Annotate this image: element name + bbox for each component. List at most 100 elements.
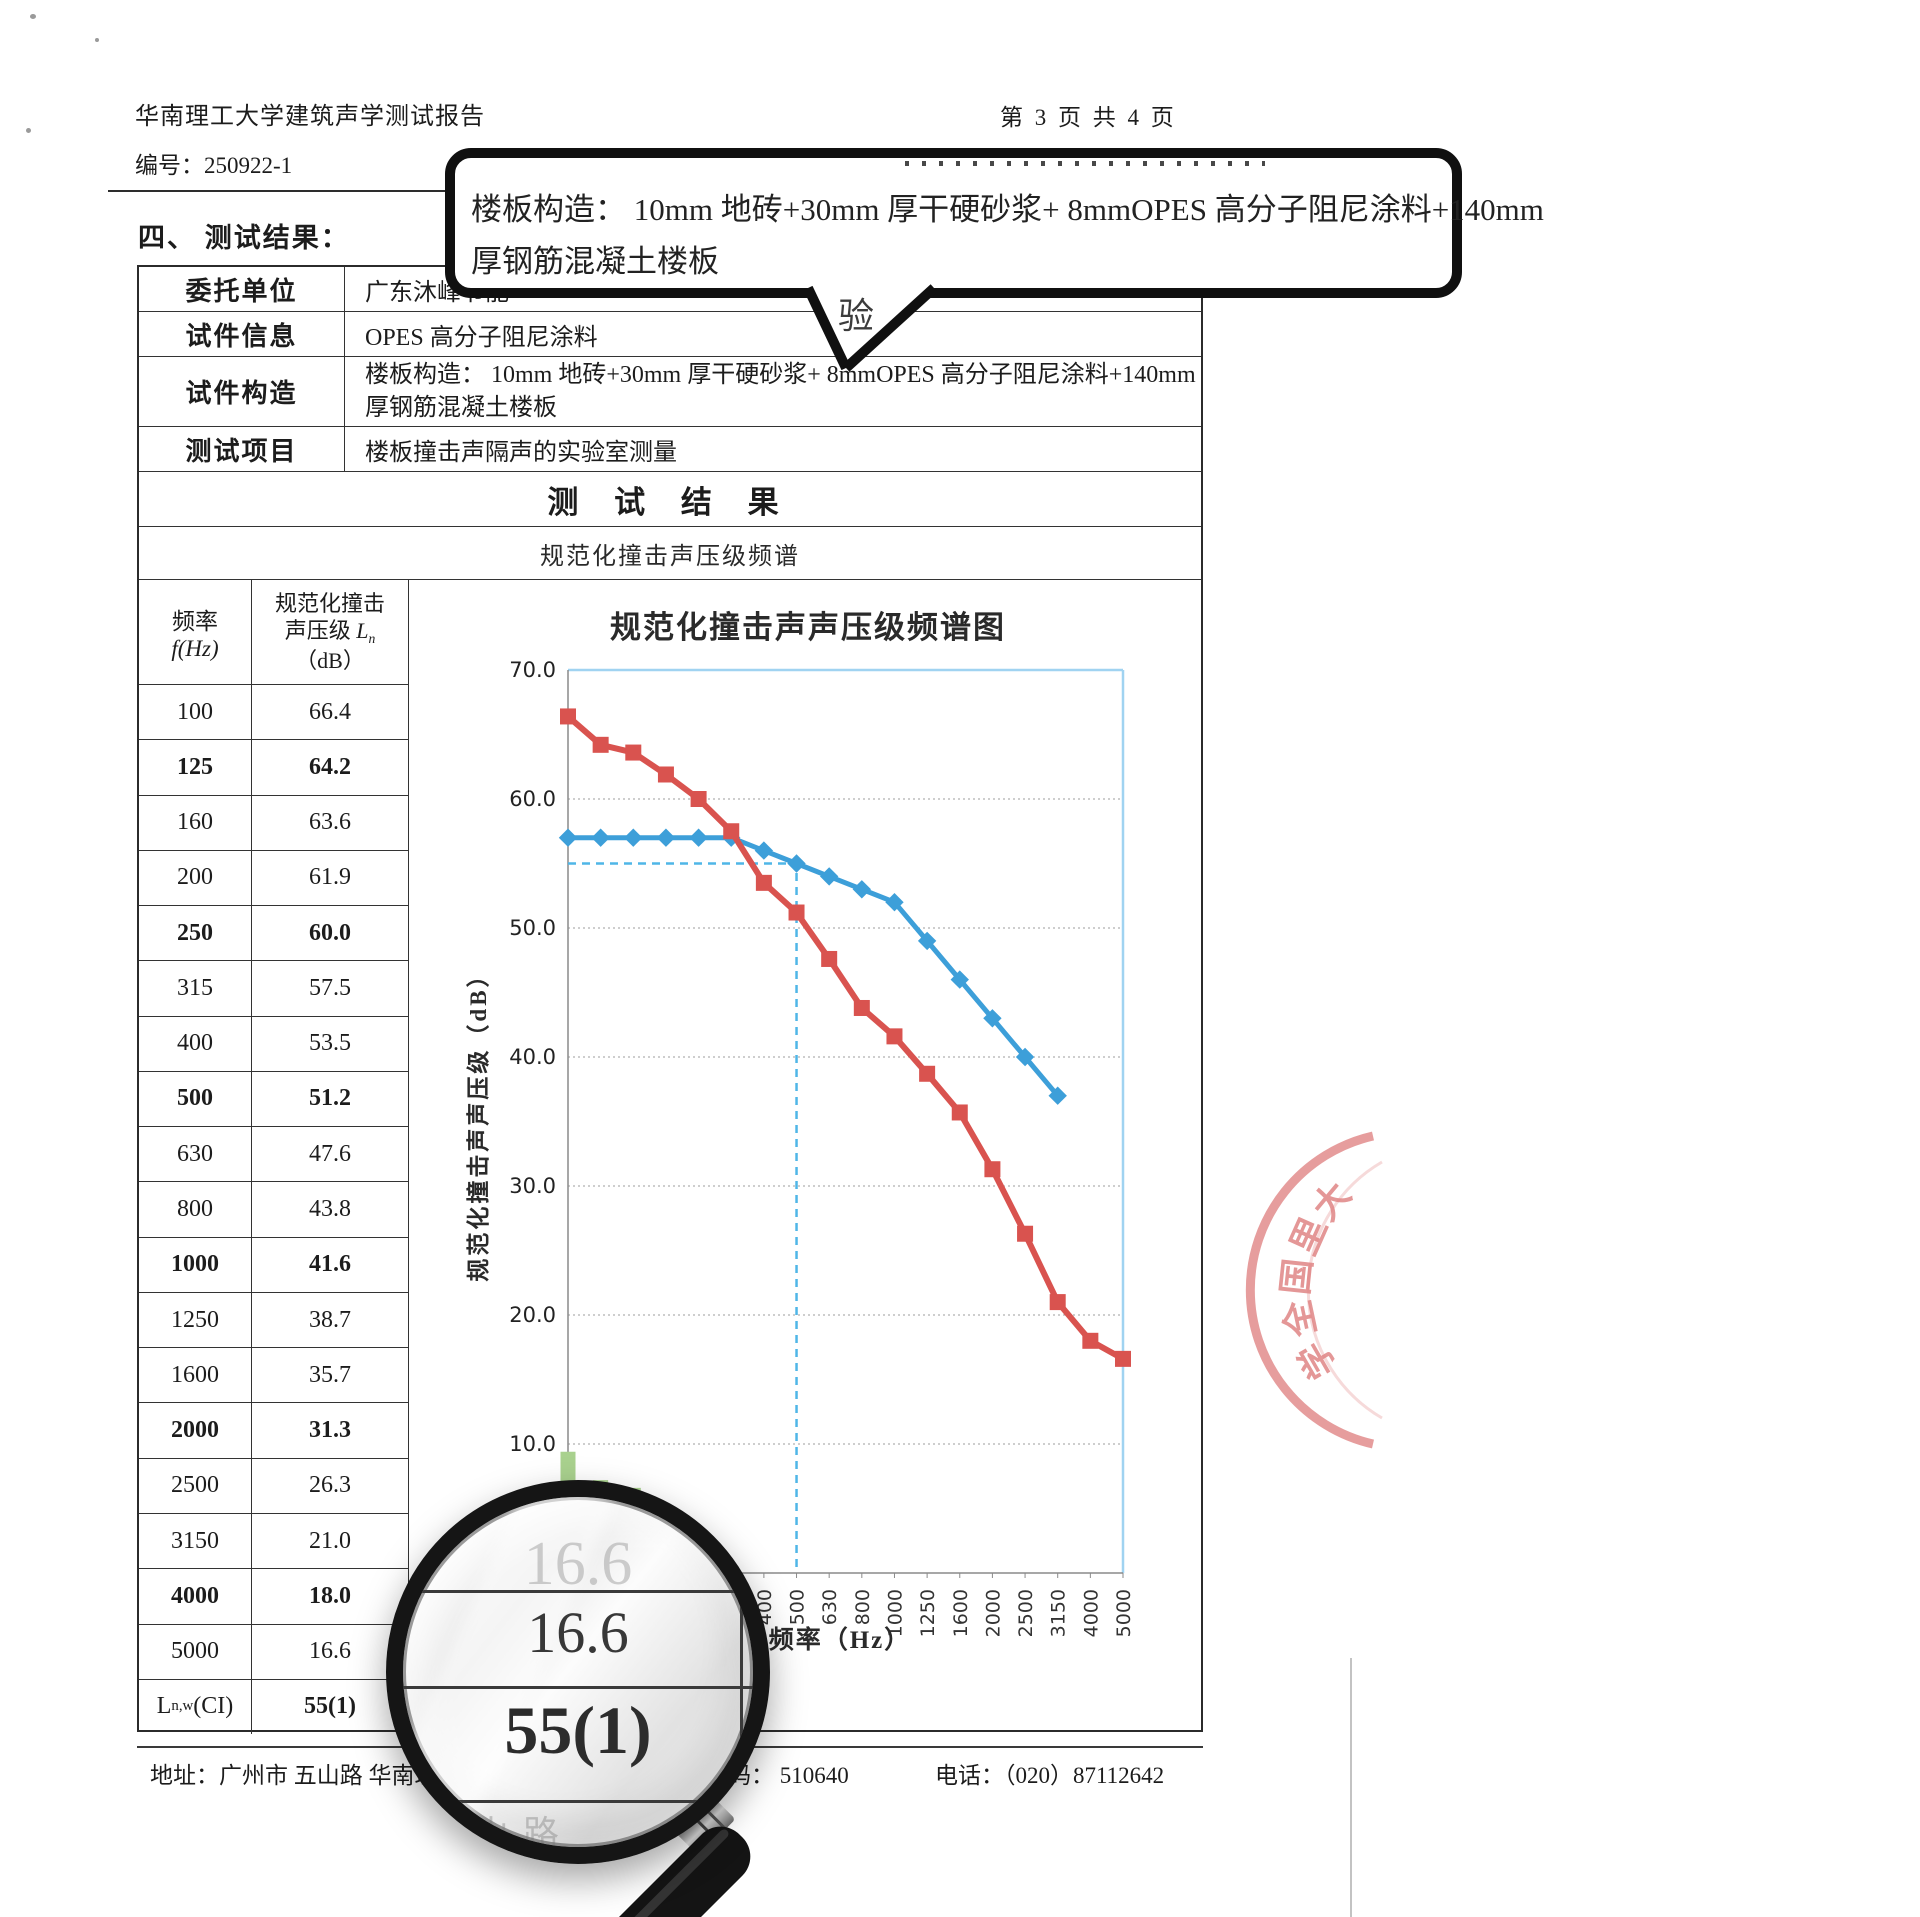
row-value: 楼板构造： 10mm 地砖+30mm 厚干硬砂浆+ 8mmOPES 高分子阻尼涂…	[365, 362, 1196, 421]
page-number: 第 3 页 共 4 页	[1000, 105, 1177, 130]
results-table: 委托单位 广东沐峰节能 试件信息 OPES 高分子阻尼涂料 试件构造 楼板构造：…	[137, 265, 1203, 1735]
square-marker	[723, 823, 740, 840]
diamond-marker	[754, 841, 774, 860]
magnified-column-border	[740, 1590, 743, 1800]
series-line-diamond	[568, 835, 1060, 1098]
freq-cell: 2500	[139, 1458, 252, 1513]
stamp-inner-arc	[1306, 1160, 1383, 1420]
level-cell: 38.7	[309, 1306, 351, 1333]
magnified-table-line	[403, 1590, 753, 1593]
rating-marker-dashed	[568, 862, 798, 1573]
level-cell: 43.8	[309, 1196, 351, 1223]
y-tick-label: 10.0	[509, 1432, 556, 1456]
x-tick-label: 4000	[1080, 1589, 1102, 1637]
magnified-table-line	[403, 1800, 753, 1803]
level-cell: 53.5	[309, 1030, 351, 1057]
header-rule	[108, 190, 493, 192]
results-title: 测 试 结 果	[139, 472, 1201, 527]
square-marker	[1049, 1294, 1066, 1311]
level-cell: 16.6	[309, 1638, 351, 1665]
freq-cell: 400	[139, 1016, 252, 1071]
freq-table-row: 800 43.8	[139, 1182, 408, 1238]
report-number: 编号：250922-1	[135, 153, 293, 178]
x-tick-label: 1600	[950, 1589, 972, 1637]
diamond-marker	[787, 854, 806, 873]
x-tick-label: 800	[852, 1589, 874, 1625]
level-cell: 57.5	[309, 974, 351, 1001]
freq-table-row: 160 63.6	[139, 795, 408, 851]
report-title: 华南理工大学建筑声学测试报告	[135, 104, 485, 130]
level-cell: 21.0	[309, 1527, 351, 1554]
table-row: 试件信息 OPES 高分子阻尼涂料	[139, 312, 1201, 357]
square-marker	[625, 744, 642, 761]
square-marker	[657, 766, 674, 783]
row-label: 试件信息	[139, 312, 345, 356]
y-tick-label: 40.0	[509, 1045, 556, 1069]
y-tick-label: 30.0	[509, 1174, 556, 1198]
freq-cell: 1000	[139, 1237, 252, 1292]
diamond-marker	[983, 1009, 1002, 1028]
square-marker	[788, 904, 805, 921]
level-cell: 26.3	[309, 1472, 351, 1499]
chart-title: 规范化撞击声声压级频谱图	[610, 610, 1006, 645]
square-marker	[821, 950, 838, 967]
freq-cell: 200	[139, 850, 252, 906]
callout-tail-stroke	[842, 284, 938, 372]
row-label: 委托单位	[139, 267, 345, 311]
callout-clipped-text-artifact	[905, 161, 1265, 166]
freq-cell: 2000	[139, 1403, 252, 1458]
level-cell: 63.6	[309, 809, 351, 836]
freq-cell: 630	[139, 1127, 252, 1182]
table-row: 测试项目 楼板撞击声隔声的实验室测量	[139, 427, 1201, 472]
level-cell: 47.6	[309, 1140, 351, 1167]
diamond-marker	[1015, 1047, 1035, 1067]
diamond-marker	[852, 880, 872, 899]
scan-speck	[95, 38, 99, 42]
freq-cell: 500	[139, 1071, 252, 1127]
callout-text-line1: 楼板构造： 10mm 地砖+30mm 厚干硬砂浆+ 8mmOPES 高分子阻尼涂…	[471, 192, 1544, 227]
table-row: 试件构造 楼板构造： 10mm 地砖+30mm 厚干硬砂浆+ 8mmOPES 高…	[139, 357, 1201, 427]
results-subtitle: 规范化撞击声压级频谱	[139, 527, 1201, 580]
square-marker	[1082, 1332, 1099, 1349]
table-row: 委托单位 广东沐峰节能	[139, 267, 1201, 312]
square-marker	[560, 708, 576, 725]
freq-cell: 800	[139, 1182, 252, 1237]
y-tick-label: 60.0	[509, 787, 556, 811]
freq-cell: 1600	[139, 1348, 252, 1403]
diamond-marker	[819, 867, 839, 886]
row-label: 试件构造	[139, 357, 345, 426]
scan-edge-line	[1350, 1658, 1352, 1917]
diamond-marker	[624, 828, 643, 847]
freq-cell: 160	[139, 795, 252, 850]
level-cell: 61.9	[309, 864, 351, 891]
callout-text-line2: 厚钢筋混凝土楼板	[471, 244, 719, 279]
diamond-marker	[885, 893, 904, 912]
y-tick-label: 20.0	[509, 1303, 556, 1327]
section-heading: 四、 测试结果：	[138, 223, 350, 253]
magnified-value-lnw: 55(1)	[504, 1692, 652, 1768]
square-marker	[886, 1028, 903, 1045]
x-tick-label: 500	[787, 1589, 809, 1625]
frequency-table-header: 频率 f(Hz) 规范化撞击 声压级 Ln （dB）	[139, 580, 408, 685]
freq-table-row: 400 53.5	[139, 1016, 408, 1072]
x-tick-label: 630	[819, 1589, 841, 1625]
square-marker	[951, 1104, 968, 1121]
stamp-arc	[1245, 1131, 1375, 1449]
freq-cell: 100	[139, 685, 252, 740]
y-tick-label: 50.0	[509, 916, 556, 940]
series-line-square	[566, 714, 1125, 1362]
level-cell: 66.4	[309, 698, 351, 725]
